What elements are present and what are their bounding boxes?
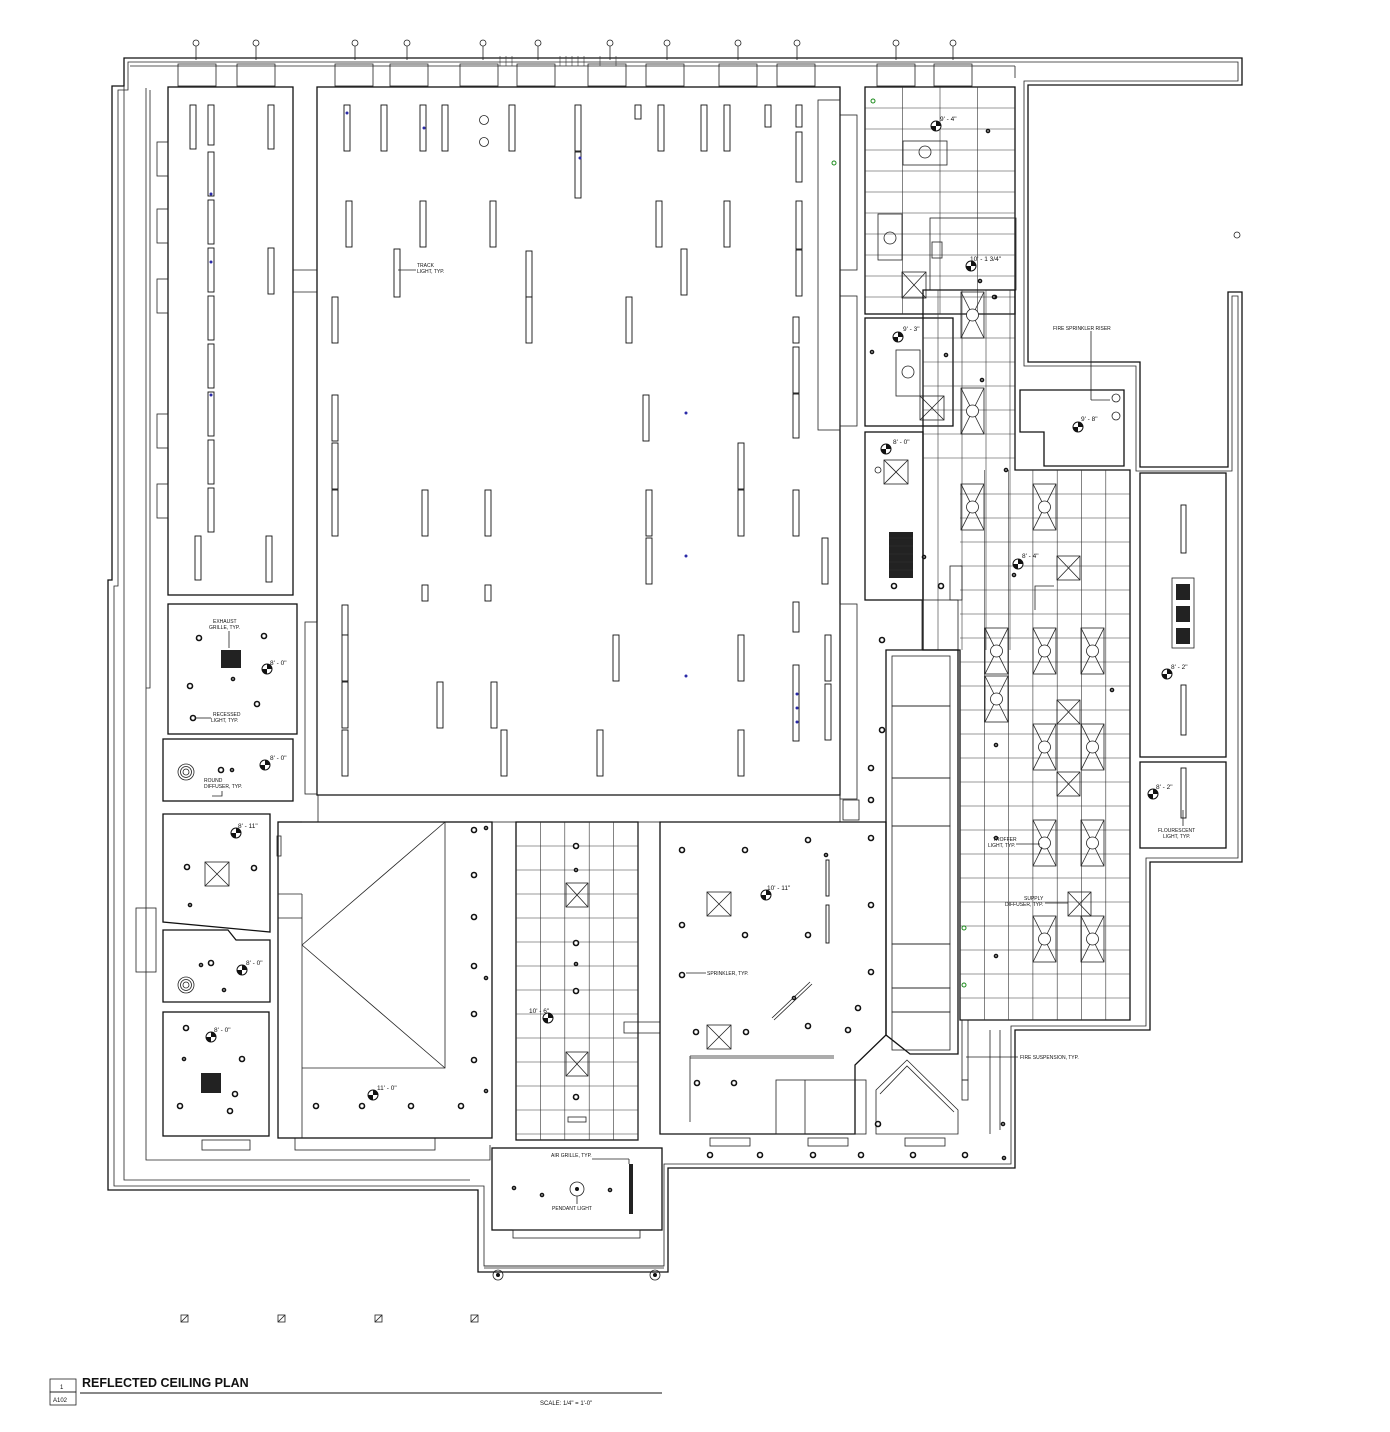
callout-fire-suspension: FIRE SUSPENSION, TYP. — [1020, 1055, 1079, 1061]
elevation-label: 8' - 0" — [246, 960, 263, 967]
elevation-label: 9' - 4" — [940, 116, 957, 123]
facade-posts — [177, 39, 973, 87]
elevation-label: 10' - 1 3/4" — [970, 256, 1002, 263]
left-small-rooms — [162, 603, 436, 1151]
elevation-label: 11' - 0" — [377, 1085, 397, 1092]
elevation-labels: 9' - 4" 10' - 1 3/4" 9' - 3" 9' - 8" 8' … — [214, 116, 1188, 1092]
elevation-label: 8' - 2" — [1171, 664, 1188, 671]
legend-symbols — [180, 1314, 479, 1323]
callout-flourescent-light: FLOURESCENT — [1158, 828, 1195, 834]
callouts: TRACK LIGHT, TYP. EXHAUST GRILLE, TYP. R… — [195, 263, 1195, 1212]
elevation-label: 8' - 0" — [270, 755, 287, 762]
elevation-markers — [205, 120, 1173, 1101]
callout-air-grille: AIR GRILLE, TYP. — [551, 1153, 592, 1159]
callout-exhaust-grille: EXHAUST — [213, 619, 237, 625]
main-gallery-room — [209, 86, 858, 823]
elevation-label: 10' - 11" — [767, 885, 791, 892]
drawing-number: 1 — [60, 1385, 64, 1391]
drawing-title-block: 1 A102 REFLECTED CEILING PLAN SCALE: 1/4… — [49, 1376, 662, 1407]
elevation-label: 8' - 0" — [270, 660, 287, 667]
elevation-label: 8' - 0" — [214, 1027, 231, 1034]
drawing-scale: SCALE: 1/4" = 1'-0" — [540, 1401, 592, 1407]
callout-supply-diffuser: DIFFUSER, TYP. — [1005, 902, 1043, 908]
elevation-label: 9' - 3" — [903, 326, 920, 333]
building-outline — [107, 57, 1243, 1273]
drawing-title: REFLECTED CEILING PLAN — [82, 1376, 249, 1390]
callout-troffer-light: TROFFER — [993, 837, 1017, 843]
callout-supply-diffuser: SUPPLY — [1024, 896, 1044, 902]
sheet-number: A102 — [53, 1398, 68, 1404]
elevation-label: 9' - 8" — [1081, 416, 1098, 423]
elevation-label: 8' - 2" — [1156, 784, 1173, 791]
elevation-label: 8' - 11" — [238, 823, 258, 830]
callout-exhaust-grille: GRILLE, TYP. — [209, 625, 240, 631]
callout-recessed-light: RECESSED — [213, 712, 241, 718]
callout-flourescent-light: LIGHT, TYP. — [1163, 834, 1190, 840]
callout-round-diffuser: ROUND — [204, 778, 223, 784]
elevation-label: 8' - 4" — [1022, 553, 1039, 560]
callout-sprinkler: SPRINKLER, TYP. — [707, 971, 749, 977]
lower-left-gallery — [276, 821, 493, 1139]
callout-pendant-light: PENDANT LIGHT — [552, 1206, 592, 1212]
callout-fire-sprinkler-riser: FIRE SPRINKLER RISER — [1053, 326, 1111, 332]
callout-troffer-light: LIGHT, TYP. — [988, 843, 1015, 849]
callout-track-light: LIGHT, TYP. — [417, 269, 444, 275]
callout-round-diffuser: DIFFUSER, TYP. — [204, 784, 242, 790]
right-wing — [831, 86, 1241, 1135]
elevation-label: 10' - 6" — [529, 1008, 550, 1015]
callout-recessed-light: LIGHT, TYP. — [211, 718, 238, 724]
elevation-label: 8' - 0" — [893, 439, 910, 446]
lower-right-gallery — [659, 821, 1007, 1161]
callout-track-light: TRACK — [417, 263, 435, 269]
entry-vestibule — [484, 1147, 664, 1281]
corridor-tile-grid — [515, 821, 661, 1141]
left-gallery-room — [156, 86, 294, 596]
